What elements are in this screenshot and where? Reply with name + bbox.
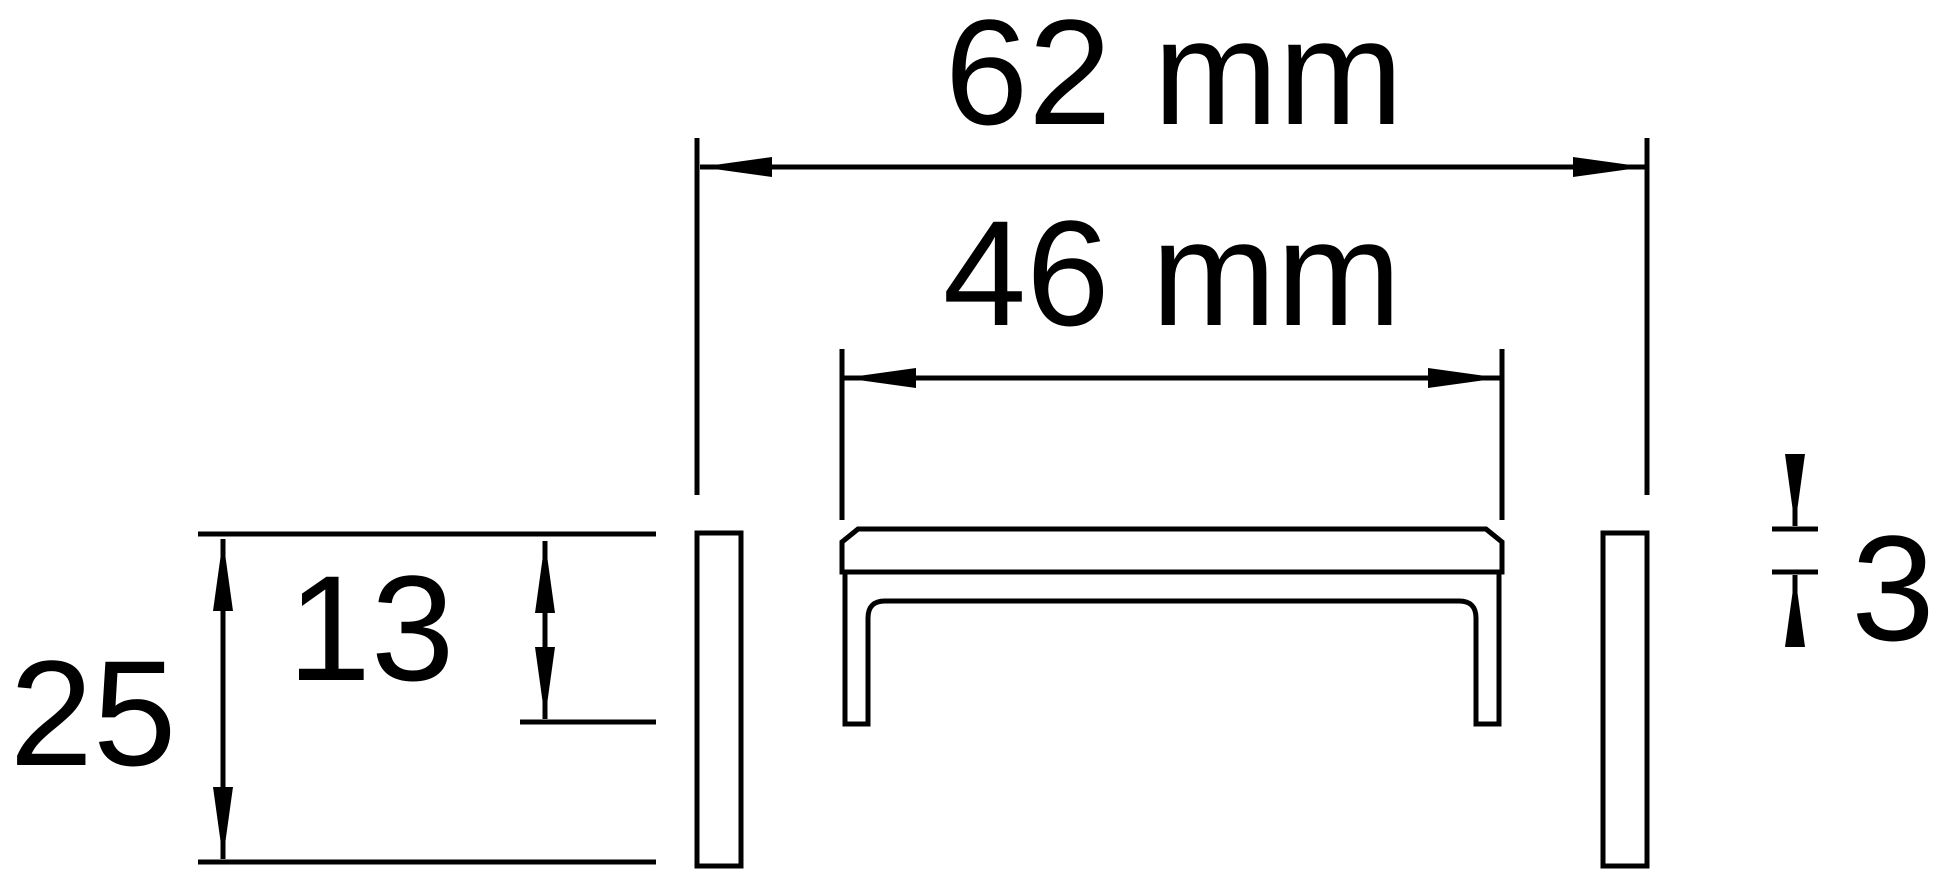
handle-legs-outline <box>842 567 1502 727</box>
handle-grip-bar <box>839 526 1505 575</box>
dim-label-inner-width: 46 mm <box>943 189 1401 357</box>
dim-label-bar-thickness: 3 <box>1851 504 1934 672</box>
dim-label-overall-height: 25 <box>10 629 177 797</box>
dim-label-overall-width: 62 mm <box>945 0 1403 156</box>
end-cap-left <box>694 530 744 869</box>
dim-label-leg-depth: 13 <box>288 544 455 712</box>
end-cap-right <box>1600 530 1650 869</box>
